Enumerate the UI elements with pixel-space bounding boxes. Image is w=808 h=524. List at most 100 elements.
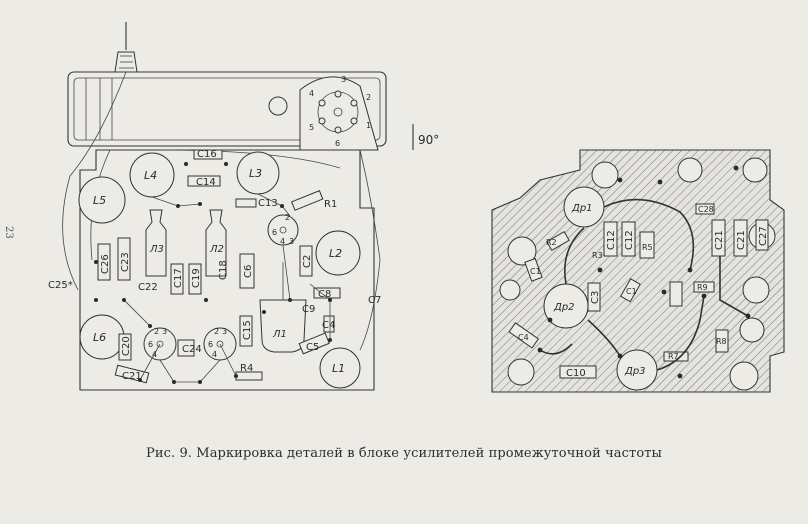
svg-text:C2: C2 bbox=[302, 255, 313, 268]
cap-c10: C10 bbox=[559, 365, 597, 379]
socket-top: 2 6 4 3 bbox=[267, 213, 299, 246]
svg-text:C4: C4 bbox=[322, 320, 335, 331]
choke-dr3: Др3 bbox=[616, 349, 658, 391]
cap-c13: C13 bbox=[235, 198, 278, 209]
tube-l1: L1 bbox=[319, 347, 361, 389]
cap-c19: C19 bbox=[188, 263, 202, 295]
cap-c25: C25* bbox=[48, 280, 73, 291]
svg-text:C8: C8 bbox=[318, 289, 331, 300]
top-housing bbox=[67, 71, 387, 147]
svg-text:4: 4 bbox=[212, 350, 217, 359]
left-board: 3 4 2 5 1 6 L4 L3 bbox=[48, 22, 387, 391]
res-r1: R1 bbox=[290, 190, 337, 211]
svg-text:C6: C6 bbox=[243, 265, 254, 278]
coil-l3: Л3 bbox=[145, 209, 167, 277]
page-number: 23 bbox=[3, 226, 14, 239]
svg-text:Л3: Л3 bbox=[149, 244, 164, 255]
socket-left: 2 3 6 4 bbox=[143, 327, 177, 361]
svg-text:C26: C26 bbox=[100, 254, 111, 274]
svg-text:C18: C18 bbox=[218, 260, 229, 280]
tube-l4: L4 bbox=[129, 152, 175, 198]
rotation-marker: 90° bbox=[412, 124, 439, 150]
svg-text:C4: C4 bbox=[518, 333, 529, 342]
svg-text:C22: C22 bbox=[138, 282, 158, 293]
cap-c21-right-a: C21 bbox=[711, 219, 726, 257]
svg-text:6: 6 bbox=[148, 340, 153, 349]
svg-text:Л1: Л1 bbox=[272, 329, 287, 340]
solder-points bbox=[94, 162, 332, 384]
svg-text:4: 4 bbox=[280, 237, 285, 246]
svg-text:3: 3 bbox=[162, 327, 167, 336]
svg-text:C9: C9 bbox=[302, 304, 315, 315]
svg-text:C15: C15 bbox=[242, 320, 253, 340]
res-r2: R2 bbox=[546, 230, 570, 252]
cap-c21-right-b: C21 bbox=[733, 219, 748, 257]
svg-text:C3: C3 bbox=[590, 291, 601, 304]
left-board-outline bbox=[79, 149, 375, 391]
socket-center: 2 3 6 4 bbox=[203, 327, 237, 361]
cap-c12-b: C12 bbox=[621, 221, 636, 257]
svg-text:2: 2 bbox=[154, 327, 159, 336]
svg-text:C12: C12 bbox=[606, 230, 617, 250]
circuit-diagram: 3 4 2 5 1 6 L4 L3 bbox=[48, 22, 785, 393]
cap-c1-b: C1 bbox=[619, 278, 641, 303]
svg-text:C21: C21 bbox=[122, 371, 142, 382]
cap-c16: C16 bbox=[193, 149, 223, 160]
svg-text:6: 6 bbox=[208, 340, 213, 349]
cap-c22: C22 bbox=[138, 282, 158, 293]
svg-text:Др1: Др1 bbox=[571, 203, 593, 214]
svg-text:Др3: Др3 bbox=[624, 366, 646, 377]
svg-text:2: 2 bbox=[285, 213, 290, 222]
cap-c15: C15 bbox=[239, 315, 253, 347]
coil-l2: Л2 bbox=[205, 209, 227, 277]
cap-c18: C18 bbox=[218, 260, 229, 280]
cap-c4: C4 bbox=[322, 315, 335, 333]
svg-text:C5: C5 bbox=[306, 342, 319, 353]
cap-c11 bbox=[669, 281, 683, 307]
tube-l6: L6 bbox=[79, 314, 125, 360]
svg-text:6: 6 bbox=[272, 228, 277, 237]
svg-text:2: 2 bbox=[214, 327, 219, 336]
cap-c24: C24 bbox=[177, 339, 202, 357]
cap-c4-right: C4 bbox=[508, 322, 540, 349]
svg-text:C1: C1 bbox=[626, 287, 637, 296]
tube-l5: L5 bbox=[78, 176, 126, 224]
svg-text:R8: R8 bbox=[716, 337, 727, 346]
svg-text:Др2: Др2 bbox=[553, 302, 575, 313]
coil-l1: Л1 bbox=[259, 262, 307, 353]
svg-text:C12: C12 bbox=[624, 230, 635, 250]
right-solder-points bbox=[537, 165, 751, 379]
svg-text:C10: C10 bbox=[566, 368, 586, 379]
svg-text:R5: R5 bbox=[642, 243, 653, 252]
cap-c1-a: C1 bbox=[524, 257, 543, 282]
res-r9: R9 bbox=[693, 281, 715, 293]
res-r5: R5 bbox=[639, 231, 655, 259]
cap-c8: C8 bbox=[313, 287, 341, 300]
svg-text:R2: R2 bbox=[546, 238, 557, 247]
svg-text:C20: C20 bbox=[121, 336, 132, 356]
svg-text:L1: L1 bbox=[332, 362, 345, 375]
res-r8: R8 bbox=[715, 329, 729, 353]
svg-text:3: 3 bbox=[222, 327, 227, 336]
right-board: Др1 Др2 Др3 C12 C12 C21 bbox=[491, 149, 785, 393]
cap-c5: C5 bbox=[298, 332, 330, 355]
cap-c20: C20 bbox=[118, 333, 132, 361]
cap-c2: C2 bbox=[299, 245, 313, 277]
res-r3: R3 bbox=[592, 251, 603, 260]
knob-icon bbox=[114, 22, 138, 73]
svg-text:C21: C21 bbox=[714, 230, 725, 250]
choke-dr1: Др1 bbox=[563, 186, 605, 228]
svg-text:L3: L3 bbox=[249, 167, 262, 180]
connector-pin-5: 5 bbox=[309, 123, 314, 132]
cap-c17: C17 bbox=[170, 263, 184, 295]
svg-text:R9: R9 bbox=[697, 283, 708, 292]
connector-pin-4: 4 bbox=[309, 89, 314, 98]
cap-c9: C9 bbox=[302, 304, 315, 315]
svg-text:3: 3 bbox=[289, 237, 294, 246]
svg-text:C23: C23 bbox=[120, 252, 131, 272]
rotation-label: 90° bbox=[418, 133, 439, 147]
cap-c12-a: C12 bbox=[603, 221, 618, 257]
figure-caption: Рис. 9. Маркировка деталей в блоке усили… bbox=[145, 446, 662, 461]
cap-c6: C6 bbox=[239, 253, 255, 289]
